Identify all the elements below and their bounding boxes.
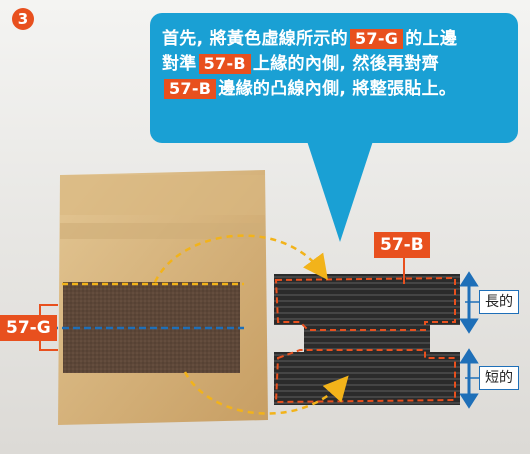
part-b-tag: 57-B [198, 54, 251, 74]
part-g-tag: 57-G [349, 29, 404, 49]
short-side-arrow [459, 348, 480, 409]
long-side-label: 長的 [479, 290, 519, 314]
short-side-label: 短的 [479, 366, 519, 390]
long-side-arrow [459, 271, 480, 334]
part-b-piece [274, 274, 460, 405]
instruction-line-2-text-b: 上緣的內側, 然後再對齊 [252, 54, 439, 74]
lower-curve-arrow [183, 371, 349, 415]
step-number-badge: 3 [12, 8, 34, 30]
instruction-line-1-text-a: 首先, 將黃色虛線所示的 [162, 29, 348, 49]
part-b-label: 57-B [374, 232, 430, 258]
instruction-line-1-text-b: 的上邊 [405, 29, 458, 49]
part-g-label: 57-G [0, 315, 57, 341]
upper-curve-arrow [153, 234, 328, 283]
part-b-tag-2: 57-B [164, 79, 217, 99]
instruction-line-3-text-b: 邊緣的凸線內側, 將整張貼上。 [218, 79, 457, 99]
instruction-line-2-text-a: 對準 [162, 54, 197, 74]
bubble-tail [306, 138, 374, 242]
